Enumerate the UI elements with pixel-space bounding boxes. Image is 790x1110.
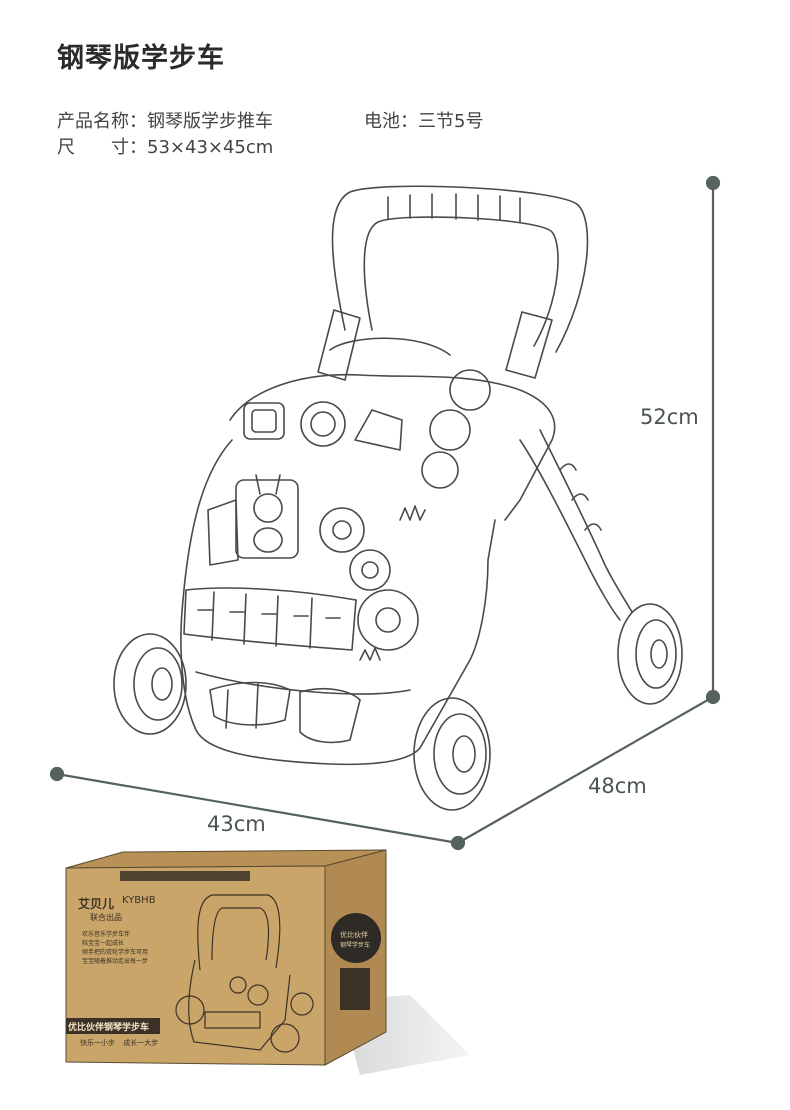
spec-size-label-b: 寸： — [111, 137, 147, 158]
box-name-band — [66, 1018, 160, 1034]
box-badge-line1: 优比伙伴 — [340, 931, 368, 939]
box-slogan-line: 陪宝宝一起成长 — [82, 940, 125, 947]
walker-outline — [113, 185, 683, 811]
box-slogan: 欢乐音乐学步车伴 陪宝宝一起成长 倾手把的双轮学步车可用 宝宝随着推动走出每一步 — [82, 930, 172, 966]
box-brand-sub: 联合出品 — [90, 913, 122, 922]
box-slogan-line: 宝宝随着推动走出每一步 — [82, 958, 149, 965]
box-side-text-block — [340, 968, 370, 1010]
dimension-depth-label: 48cm — [588, 774, 647, 798]
spec-product-name: 产品名称：钢琴版学步推车 — [57, 107, 273, 133]
box-slogan-line: 欢乐音乐学步车伴 — [82, 931, 131, 938]
box-tagline: 快乐一小步 成长一大步 — [80, 1038, 158, 1048]
spec-size: 尺 寸：53×43×45cm — [57, 133, 273, 159]
spec-battery-value: 三节5号 — [418, 111, 484, 132]
dimension-height-label: 52cm — [640, 405, 699, 429]
spec-size-label-a: 尺 — [57, 137, 75, 158]
box-product-name: 优比伙伴钢琴学步车 — [68, 1023, 150, 1033]
box-badge-line2: 钢琴学步车 — [340, 942, 371, 949]
dimension-lines — [49, 175, 721, 851]
box-walker-sketch — [175, 894, 314, 1053]
dimension-width-label: 43cm — [207, 812, 266, 836]
box-tagline-b: 成长一大步 — [123, 1039, 159, 1047]
spec-battery: 电池：三节5号 — [364, 107, 483, 133]
spec-product-name-label: 产品名称： — [57, 111, 147, 132]
box-brand-cn: 艾贝儿 — [78, 897, 115, 911]
box-brand-en: KYBHB — [122, 895, 156, 906]
page-title: 钢琴版学步车 — [57, 43, 225, 74]
box-side-badge — [331, 913, 381, 963]
spec-battery-label: 电池： — [364, 111, 418, 132]
box-slogan-line: 倾手把的双轮学步车可用 — [82, 949, 149, 956]
spec-product-name-value: 钢琴版学步推车 — [147, 111, 273, 132]
spec-size-value: 53×43×45cm — [147, 137, 274, 158]
box-tagline-a: 快乐一小步 — [80, 1039, 115, 1047]
